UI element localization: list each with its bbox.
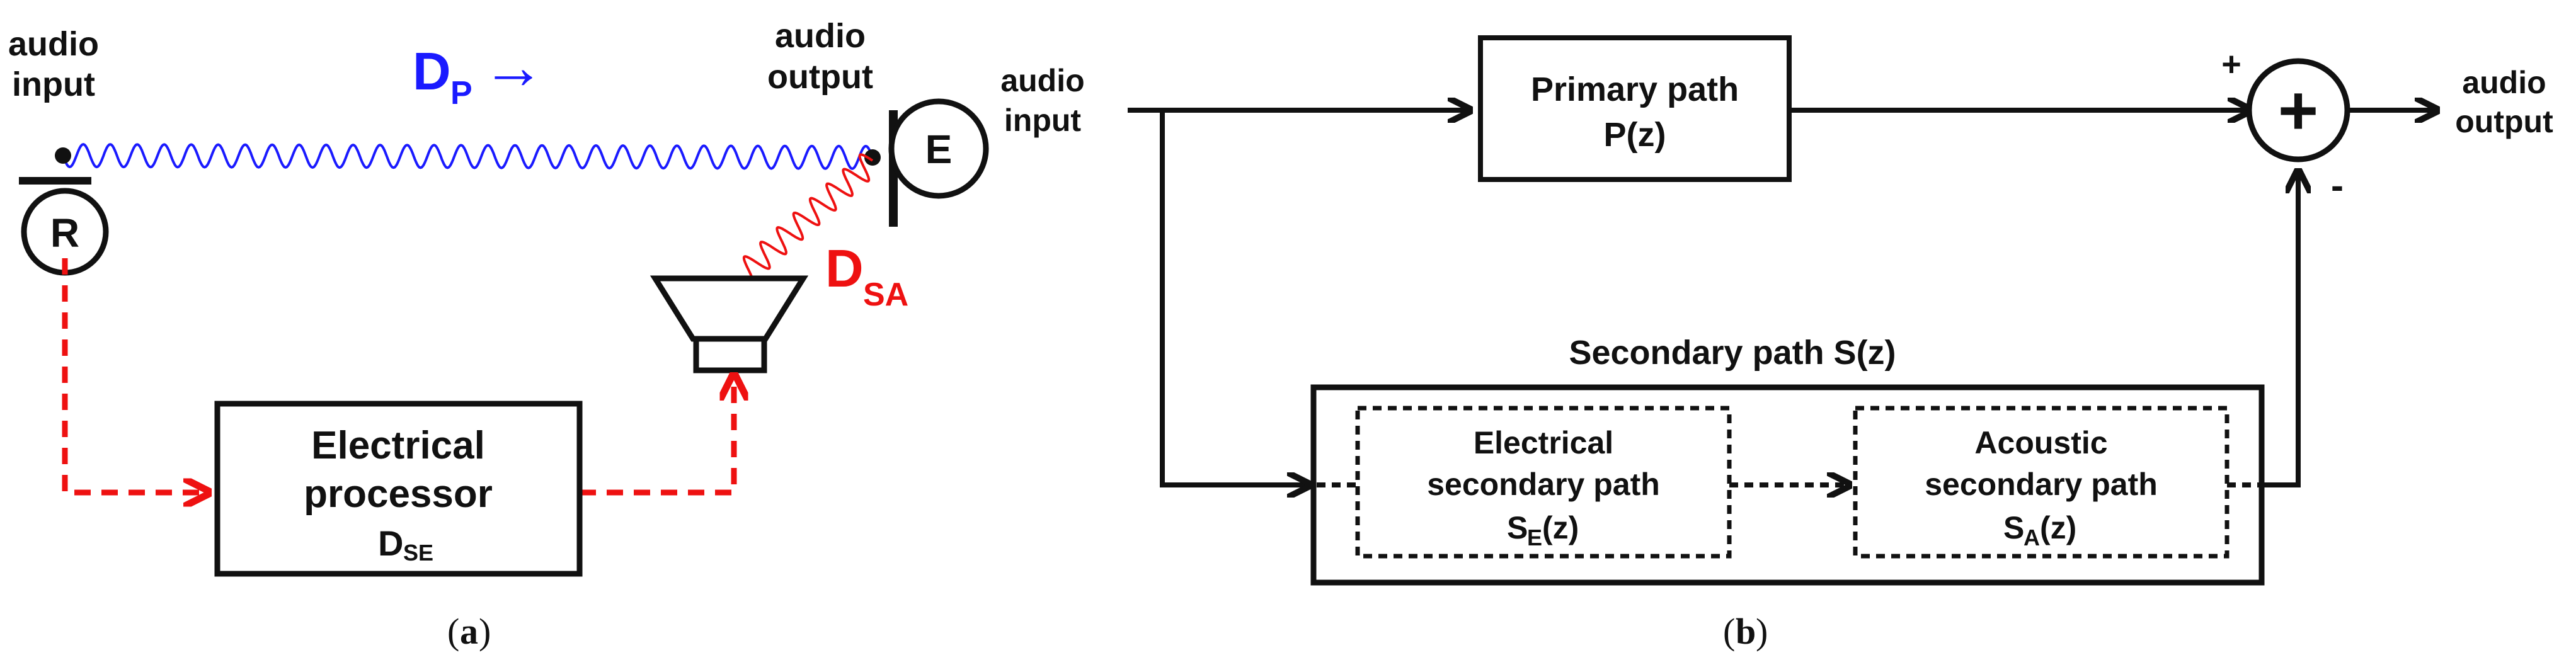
reference-mic-dot <box>55 147 71 164</box>
acoustic-distance-sub: SA <box>863 276 908 313</box>
input-to-secondary-line <box>1160 110 1307 485</box>
acoustic-distance-main: D <box>825 239 864 298</box>
acoustic-path-wave <box>739 153 874 285</box>
b-audio-output-line2: output <box>2455 104 2553 139</box>
primary-path-block: Primary path P(z) <box>1478 35 1792 182</box>
electrical-processor-box <box>214 401 583 577</box>
sum-junction-symbol: + <box>2278 72 2318 149</box>
electrical-secondary-box <box>1355 406 1732 559</box>
error-mic-label: E <box>925 127 953 172</box>
primary-path-box <box>1478 35 1792 182</box>
acoustic-secondary-sym-sub: A <box>2024 525 2040 550</box>
secondary-to-sum-line <box>2262 173 2298 487</box>
audio-output-label-line1: audio <box>775 17 866 55</box>
audio-input-label-line1: audio <box>8 25 99 63</box>
plus-sign: + <box>2221 45 2241 83</box>
primary-distance-sub: P <box>450 75 472 111</box>
caption-b-letter: b <box>1736 611 1756 652</box>
electrical-secondary-sym-tail: (z) <box>1542 510 1579 545</box>
electrical-secondary-block: Electrical secondary path S E (z) <box>1355 406 1732 559</box>
primary-path-line2: P(z) <box>1604 116 1666 154</box>
processor-symbol-main: D <box>378 523 403 563</box>
acoustic-secondary-line2: secondary path <box>1925 467 2158 502</box>
b-audio-input-line1: audio <box>1000 63 1084 98</box>
error-mic-circle <box>888 98 989 199</box>
primary-distance-label: D P → <box>413 31 545 111</box>
primary-distance-arrow: → <box>482 31 545 102</box>
electrical-processor-block: Electrical processor D SE <box>214 401 583 577</box>
reference-signal-path <box>62 258 206 493</box>
reference-microphone: R <box>19 147 109 276</box>
loudspeaker-icon <box>650 275 809 373</box>
acoustic-secondary-box <box>1853 406 2230 559</box>
electrical-secondary-line2: secondary path <box>1427 467 1660 502</box>
acoustic-secondary-sym-main: S <box>2003 510 2024 545</box>
electrical-secondary-sym-main: S <box>1507 510 1528 545</box>
electrical-secondary-sym-sub: E <box>1527 525 1542 550</box>
caption-a-open: ( <box>447 611 459 652</box>
processor-output-path <box>580 378 734 496</box>
audio-input-label-line2: input <box>12 65 95 103</box>
sum-junction: + <box>2246 58 2350 162</box>
caption-a: ( a ) <box>447 611 491 652</box>
acoustic-secondary-line1: Acoustic <box>1974 425 2107 460</box>
b-audio-output-line1: audio <box>2462 65 2546 100</box>
secondary-path-title: Secondary path S(z) <box>1569 334 1896 372</box>
caption-b-open: ( <box>1723 611 1735 652</box>
electrical-processor-line1: Electrical <box>311 424 485 467</box>
acoustic-secondary-block: Acoustic secondary path S A (z) <box>1853 406 2230 559</box>
panel-b: audio input Primary path P(z) + + - audi… <box>1000 35 2553 652</box>
primary-distance-main: D <box>413 42 451 101</box>
acoustic-secondary-sym-tail: (z) <box>2040 510 2076 545</box>
primary-path-wave <box>62 142 874 171</box>
acoustic-distance-label: D SA <box>825 239 908 313</box>
caption-b-close: ) <box>1756 611 1768 652</box>
b-audio-input-line2: input <box>1004 103 1082 138</box>
error-mic-dot <box>864 149 881 166</box>
loudspeaker-body <box>693 336 767 373</box>
reference-mic-label: R <box>50 210 79 256</box>
processor-symbol-sub: SE <box>403 540 433 566</box>
electrical-processor-line2: processor <box>304 472 493 516</box>
minus-sign: - <box>2331 164 2344 207</box>
panel-a: audio input audio output D P → R E <box>8 17 989 652</box>
electrical-secondary-line1: Electrical <box>1474 425 1613 460</box>
error-microphone: E <box>864 98 989 227</box>
loudspeaker-cone <box>650 275 809 342</box>
caption-a-letter: a <box>460 611 478 652</box>
audio-output-label-line2: output <box>767 58 873 96</box>
caption-b: ( b ) <box>1723 611 1768 652</box>
caption-a-close: ) <box>479 611 491 652</box>
primary-path-line1: Primary path <box>1531 71 1739 108</box>
